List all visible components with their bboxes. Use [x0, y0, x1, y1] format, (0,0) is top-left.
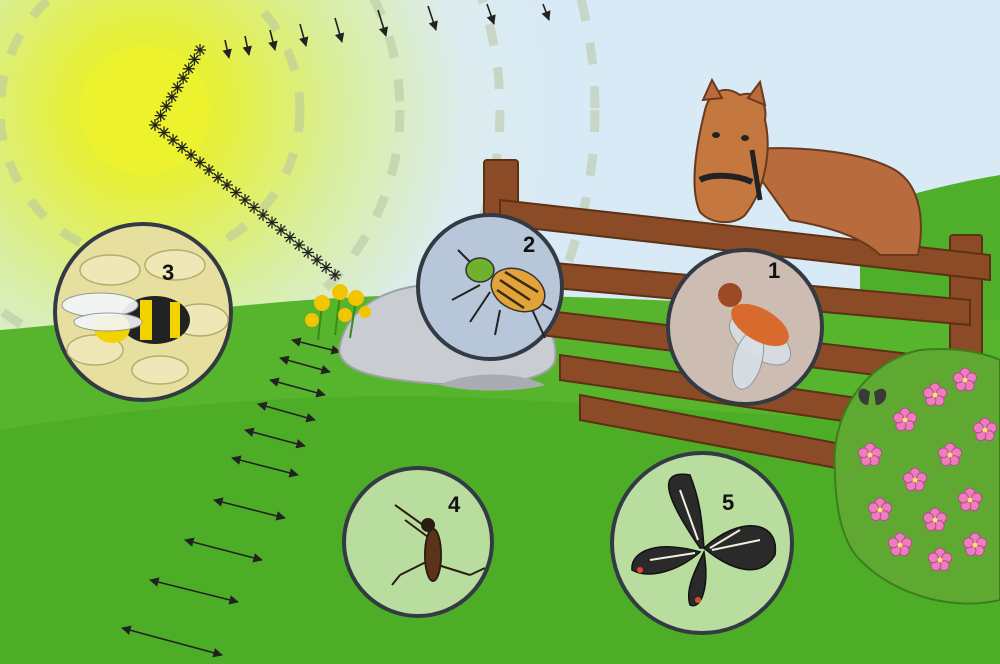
bush-flower-center: [973, 543, 978, 548]
bush-flower-center: [878, 508, 883, 513]
bush-flower-petal: [928, 553, 938, 563]
insect-circle-1: 1: [668, 250, 822, 404]
insect-circle-3: 3: [55, 224, 231, 400]
insect-number-1: 1: [768, 258, 780, 283]
bush-flower-petal: [938, 448, 948, 458]
insect-circle-5: 5: [612, 453, 792, 633]
bush-flower-center: [913, 478, 918, 483]
bush-flower-petal: [958, 493, 968, 503]
bush-flower-center: [963, 378, 968, 383]
bush-flower-petal: [973, 423, 983, 433]
bush-flower-petal: [858, 448, 868, 458]
bush-flower-center: [948, 453, 953, 458]
bush-flower-petal: [868, 503, 878, 513]
insect-circle-4: 4: [344, 468, 492, 616]
insect-number-5: 5: [722, 490, 734, 515]
bush-flower-petal: [923, 513, 933, 523]
bush-flower-petal: [893, 413, 903, 423]
bush-flower-center: [868, 453, 873, 458]
bush-flower-center: [938, 558, 943, 563]
bush-flower-center: [968, 498, 973, 503]
bush-flower-center: [933, 393, 938, 398]
bush-flower-petal: [923, 388, 933, 398]
insect-number-3: 3: [162, 260, 174, 285]
bush-flower-petal: [953, 373, 963, 383]
bush-flower-center: [933, 518, 938, 523]
insect-number-4: 4: [448, 492, 461, 517]
insect-circle-2: 2: [418, 215, 562, 359]
insect-number-2: 2: [523, 232, 535, 257]
bush-flower-petal: [903, 473, 913, 483]
bush-flower-petal: [963, 538, 973, 548]
bush-flower-center: [983, 428, 988, 433]
bush-flower-petal: [888, 538, 898, 548]
bush-flower-center: [903, 418, 908, 423]
bush-flower-center: [898, 543, 903, 548]
